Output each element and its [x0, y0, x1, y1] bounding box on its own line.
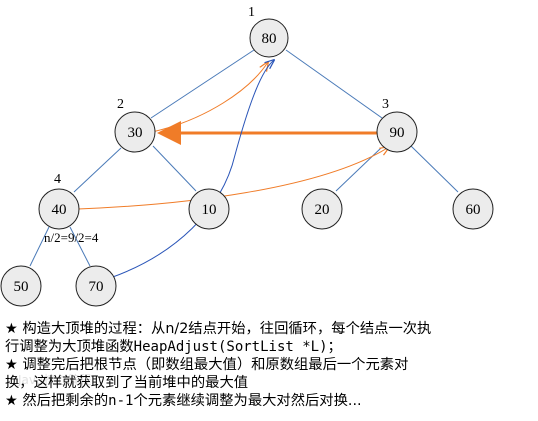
- arrow-30-to-80: [151, 62, 268, 133]
- half-n-annotation: n/2=9/2=4: [44, 230, 99, 245]
- index-label-4: 4: [54, 172, 61, 187]
- node-value: 20: [315, 202, 330, 218]
- node-70: 70: [75, 265, 117, 307]
- node-value: 30: [128, 125, 143, 141]
- edge-80-30: [150, 49, 255, 119]
- arrow-70-to-80: [109, 60, 274, 279]
- edge-40-50: [29, 226, 50, 267]
- explanation-notes: ★ 构造大顶堆的过程：从n/2结点开始，往回循环，每个结点一次执 行调整为大顶堆…: [5, 320, 535, 410]
- index-label-2: 2: [117, 97, 124, 112]
- node-value: 50: [14, 279, 29, 295]
- node-50: 50: [0, 265, 42, 307]
- node-20: 20: [301, 188, 343, 230]
- node-value: 10: [202, 202, 217, 218]
- edge-80-90: [285, 49, 383, 119]
- edge-40-70: [69, 226, 91, 267]
- code-n-minus-1: n-1: [108, 393, 134, 409]
- note-line-4: 换，这样就获取到了当前堆中的最大值: [5, 375, 249, 391]
- edge-90-20: [335, 147, 382, 192]
- note-line-2: 行调整为大顶堆函数HeapAdjust(SortList *L)；: [5, 338, 535, 356]
- note-line-2-end: ；: [327, 339, 342, 355]
- index-label-1: 1: [248, 5, 255, 20]
- note-line-5-text: ★ 然后把剩余的: [5, 393, 109, 409]
- node-30: 30: [114, 111, 156, 153]
- note-line-5: ★ 然后把剩余的n-1个元素继续调整为最大对然后对换...: [5, 392, 535, 410]
- watermark: Java核心编程: [18, 373, 92, 387]
- edge-30-10: [152, 145, 197, 192]
- node-40: 40: [38, 188, 80, 230]
- note-line-2-text: 行调整为大顶堆函数: [5, 339, 134, 355]
- edge-30-40: [73, 147, 122, 193]
- node-value: 90: [390, 125, 405, 141]
- edge-90-60: [410, 145, 459, 193]
- node-60: 60: [452, 188, 494, 230]
- note-line-5-end: 个元素继续调整为最大对然后对换...: [133, 393, 362, 409]
- note-line-1: ★ 构造大顶堆的过程：从n/2结点开始，往回循环，每个结点一次执: [5, 321, 432, 337]
- node-value: 70: [89, 279, 104, 295]
- note-line-3: ★ 调整完后把根节点（即数组最大值）和原数组最后一个元素对: [5, 357, 409, 373]
- node-10: 10: [188, 188, 230, 230]
- arrow-40-to-90: [77, 147, 389, 210]
- node-90: 90: [376, 111, 418, 153]
- node-value: 40: [52, 202, 67, 218]
- code-heapadjust: HeapAdjust(SortList *L): [133, 339, 328, 355]
- node-value: 60: [466, 202, 481, 218]
- node-value: 80: [262, 31, 277, 47]
- index-label-3: 3: [382, 97, 389, 112]
- node-80: 80: [249, 18, 289, 58]
